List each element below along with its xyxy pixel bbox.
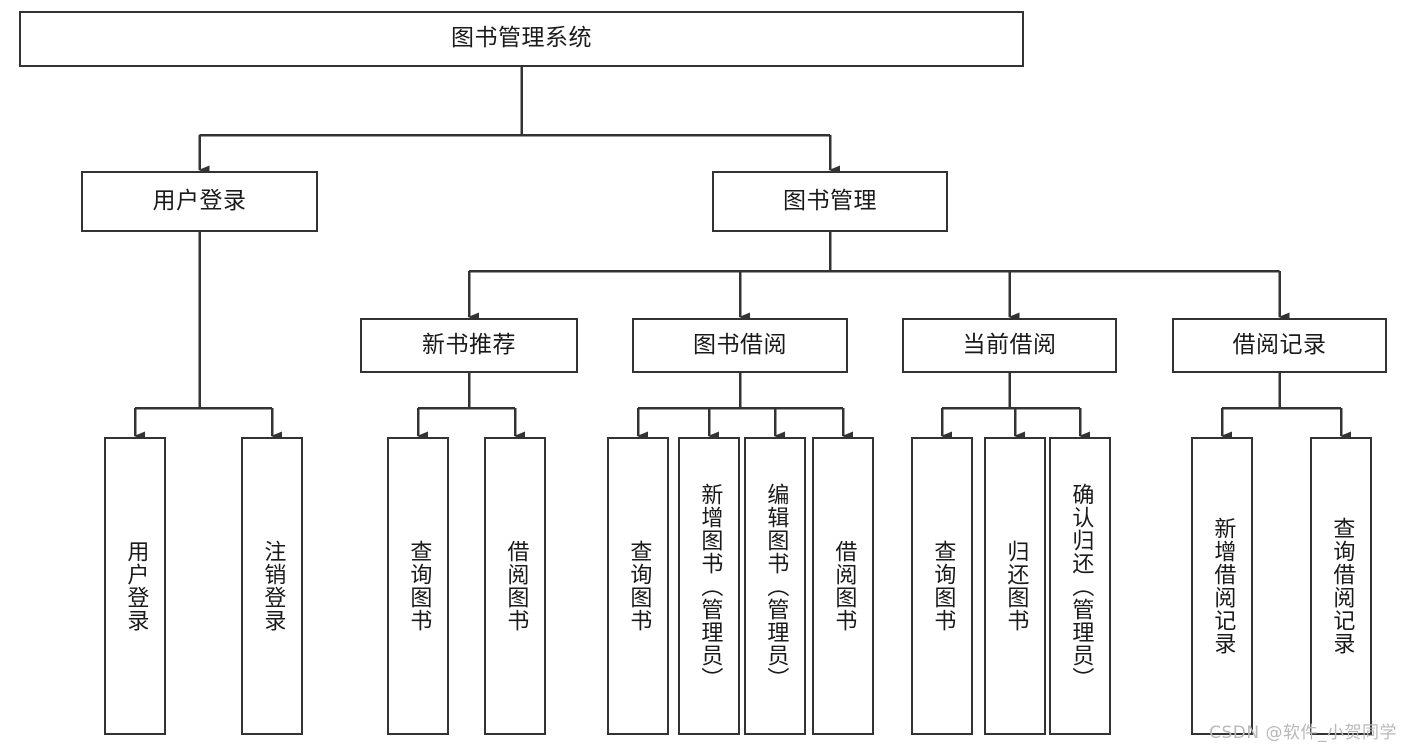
node-label: 确认归还（管理员） [1068,482,1094,690]
node-label: 借阅记录 [1232,331,1327,358]
node-label: 注销登录 [260,540,286,632]
node-leaf_7[interactable]: 借阅图书 [812,437,874,735]
node-label: 查询图书 [930,540,956,632]
node-leaf_12[interactable]: 查询借阅记录 [1310,437,1372,735]
node-label: 新增借阅记录 [1210,517,1236,655]
node-leaf_0[interactable]: 用户登录 [104,437,166,735]
node-label: 查询图书 [626,540,652,632]
node-leaf_11[interactable]: 新增借阅记录 [1191,437,1253,735]
node-label: 借阅图书 [831,540,857,632]
node-leaf_4[interactable]: 查询图书 [607,437,669,735]
node-leaf_5[interactable]: 新增图书（管理员） [678,437,740,735]
node-label: 用户登录 [123,540,149,632]
node-leaf_10[interactable]: 确认归还（管理员） [1049,437,1111,735]
node-l2_1[interactable]: 图书借阅 [632,318,848,373]
node-leaf_9[interactable]: 归还图书 [984,437,1046,735]
node-label: 查询借阅记录 [1329,517,1355,655]
node-label: 归还图书 [1003,540,1029,632]
node-leaf_1[interactable]: 注销登录 [241,437,303,735]
node-label: 当前借阅 [962,331,1057,358]
node-label: 图书借阅 [693,331,787,358]
node-leaf_6[interactable]: 编辑图书（管理员） [744,437,806,735]
node-label: 用户登录 [152,187,247,214]
node-leaf_2[interactable]: 查询图书 [387,437,449,735]
node-label: 借阅图书 [503,540,529,632]
node-l2_3[interactable]: 借阅记录 [1172,318,1387,373]
node-l2_0[interactable]: 新书推荐 [360,318,578,373]
node-root[interactable]: 图书管理系统 [19,11,1024,67]
node-leaf_3[interactable]: 借阅图书 [484,437,546,735]
node-leaf_8[interactable]: 查询图书 [911,437,973,735]
node-label: 编辑图书（管理员） [763,482,789,690]
node-label: 图书管理系统 [451,25,592,52]
connector-lines [133,67,1351,441]
node-l1_0[interactable]: 用户登录 [81,171,318,232]
node-label: 查询图书 [406,540,432,632]
node-l2_2[interactable]: 当前借阅 [902,318,1117,373]
node-label: 新增图书（管理员） [697,482,723,690]
node-label: 新书推荐 [422,331,516,358]
node-l1_1[interactable]: 图书管理 [712,171,948,232]
node-label: 图书管理 [783,187,877,214]
